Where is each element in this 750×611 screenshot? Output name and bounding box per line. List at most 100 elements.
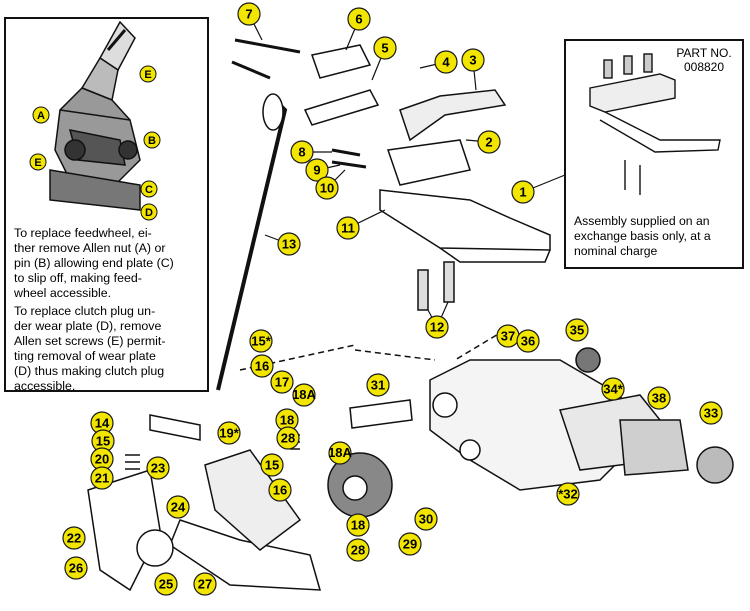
callout-bubble: 18A [328, 441, 353, 465]
callout-label: 9 [313, 163, 320, 178]
callout-label: 18 [280, 413, 294, 428]
part-number-block: PART NO. 008820 [668, 46, 740, 74]
callout-label: 6 [355, 12, 362, 27]
instruction-line: To replace feedwheel, ei- [14, 226, 152, 240]
callout-bubble: 15* [249, 329, 273, 353]
note-line: exchange basis only, at a [574, 229, 711, 243]
callout-bubble: 4 [434, 50, 458, 74]
inset-tool-drawing [49, 20, 141, 211]
callout-label: 4 [442, 55, 450, 70]
callout-bubble: 29 [398, 532, 422, 556]
callout-label: 14 [95, 416, 110, 431]
callout-bubble: 16 [250, 354, 274, 378]
callout-bubble: 6 [347, 7, 371, 31]
callout-label: 28 [351, 543, 365, 558]
callouts: 7 6 5 3 4 2 8 9 10 1 11 13 12 37 36 35 1… [62, 2, 723, 596]
callout-label: 17 [275, 375, 289, 390]
callout-bubble: 26 [64, 556, 88, 580]
part-label: PART NO. [676, 46, 732, 60]
callout-label: 15 [96, 434, 110, 449]
callout-label: 20 [95, 452, 109, 467]
callout-bubble: 7 [237, 2, 261, 26]
callout-label: 18A [328, 445, 352, 460]
instruction-line: to slip off, making feed- [14, 271, 142, 285]
callout-bubble: 27 [193, 572, 217, 596]
callout-bubble: 3 [461, 48, 485, 72]
inset-letter-a: A [37, 110, 45, 122]
callout-label: 31 [371, 378, 385, 393]
callout-bubble: 28 [346, 538, 370, 562]
callout-bubble: 14 [90, 411, 114, 435]
callout-bubble: 11 [336, 216, 360, 240]
callout-label: 7 [245, 7, 252, 22]
instruction-line: To replace clutch plug un- [14, 304, 156, 318]
instruction-line: der wear plate (D), remove [14, 319, 162, 333]
inset-letter-b: B [148, 135, 156, 147]
callout-bubble: 37 [496, 324, 520, 348]
callout-bubble: 38 [647, 386, 671, 410]
callout-label: 19* [219, 426, 239, 441]
note-line: Assembly supplied on an [574, 214, 710, 228]
callout-bubble: 1 [511, 180, 535, 204]
inset-letter-e-top: E [144, 69, 151, 81]
callout-label: 3 [469, 53, 476, 68]
callout-label: 18A [292, 387, 316, 402]
callout-bubble: 10 [315, 176, 339, 200]
callout-bubble: 5 [373, 36, 397, 60]
callout-bubble: 24 [166, 495, 190, 519]
callout-bubble: 8 [290, 140, 314, 164]
callout-label: 30 [419, 512, 433, 527]
inset-right-note: Assembly supplied on an exchange basis o… [574, 214, 742, 259]
callout-bubble: 34* [601, 377, 625, 401]
callout-bubble: 16 [268, 478, 292, 502]
callout-bubble: 15 [91, 429, 115, 453]
callout-label: 11 [341, 221, 355, 236]
instruction-line: ting removal of wear plate [14, 349, 156, 363]
callout-bubble: 19* [217, 421, 241, 445]
callout-label: 23 [151, 461, 165, 476]
main-drawing [87, 38, 734, 592]
callout-bubble: 13 [277, 232, 301, 256]
callout-bubble: *32 [556, 482, 580, 506]
callout-label: 22 [67, 531, 81, 546]
callout-bubble: 18A [292, 383, 317, 407]
callout-bubble: 20 [90, 447, 114, 471]
inset-letter-e-left: E [34, 157, 41, 169]
inset-letter-markers [29, 65, 161, 221]
callout-bubble: 12 [425, 315, 449, 339]
callout-label: 1 [519, 185, 526, 200]
instruction-line: accessible. [14, 379, 76, 393]
callout-label: 33 [704, 406, 718, 421]
callout-label: 10 [320, 181, 334, 196]
callout-bubble: 18 [275, 408, 299, 432]
callout-label: 35 [570, 323, 584, 338]
callout-label: 16 [255, 359, 269, 374]
callout-label: 37 [501, 329, 515, 344]
callout-label: 15* [251, 334, 271, 349]
inset-assembly-drawing [589, 53, 721, 195]
callout-bubble: 23 [146, 456, 170, 480]
note-line: nominal charge [574, 244, 658, 258]
callout-label: 24 [171, 500, 186, 515]
callout-label: 27 [198, 577, 212, 592]
callout-label: 2 [485, 135, 492, 150]
callout-bubble: 30 [414, 507, 438, 531]
inset-letter-c: C [145, 184, 153, 196]
callout-label: 38 [652, 391, 666, 406]
instruction-line: pin (B) allowing end plate (C) [14, 256, 174, 270]
callout-bubble: 18 [346, 513, 370, 537]
callout-label: 26 [69, 561, 83, 576]
callout-bubble: 36 [516, 329, 540, 353]
callout-label: 16 [273, 483, 287, 498]
callout-label: 21 [95, 471, 109, 486]
instruction-line: ther remove Allen nut (A) or [14, 241, 166, 255]
callout-bubble: 15 [260, 453, 284, 477]
callout-label: 15 [265, 458, 279, 473]
part-number: 008820 [683, 60, 725, 74]
callout-label: 12 [430, 320, 444, 335]
instruction-line: Allen set screws (E) permit- [14, 334, 166, 348]
instruction-line: (D) thus making clutch plug [14, 364, 165, 378]
callout-label: 18 [351, 518, 365, 533]
